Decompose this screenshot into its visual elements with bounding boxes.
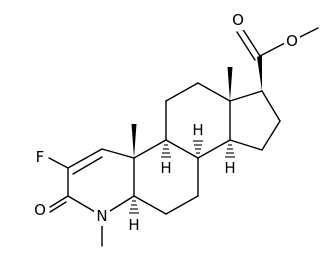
bond-c14-c8 <box>197 139 231 159</box>
bond-c9-c10 <box>133 139 167 159</box>
atom-ketone-oxygen: O <box>34 201 46 219</box>
hash-c9-h <box>161 144 171 158</box>
atom-stereo-h-c9: H <box>160 159 171 177</box>
bond-c8-c9 <box>165 139 199 159</box>
bond-c12-c13 <box>197 82 231 102</box>
hash-c14-h <box>225 144 235 158</box>
atom-fluorine: F <box>36 148 45 166</box>
hash-c5-h <box>129 200 139 214</box>
wedge-c13-methyl <box>227 67 233 101</box>
bond-ester-o <box>259 42 286 57</box>
bond-c13-c17 <box>229 90 263 102</box>
bond-c15-c14 <box>229 139 263 151</box>
atom-stereo-h-c8: H <box>192 121 203 139</box>
bond-cf-f <box>48 157 69 169</box>
wedge-c10-methyl <box>131 124 137 158</box>
bond-c10-c1 <box>101 148 135 159</box>
atom-ester-carbonyl-oxygen: O <box>232 11 244 29</box>
atom-stereo-h-c5: H <box>128 216 139 234</box>
bond-c17-c16 <box>261 90 281 122</box>
bond-c11-c12 <box>165 82 199 102</box>
bond-o-methyl <box>299 27 319 38</box>
bond-c6-c7 <box>165 195 199 215</box>
atom-ester-ether-oxygen: O <box>286 32 298 50</box>
bond-c3-o-double <box>49 201 67 213</box>
bond-c5-c6 <box>133 195 167 215</box>
bond-c3-o <box>49 195 69 208</box>
bond-c16-c15 <box>261 120 281 151</box>
wedge-c17-ester <box>257 55 262 91</box>
atom-stereo-h-c14: H <box>224 159 235 177</box>
bond-c1-c2 <box>67 148 103 169</box>
bond-ester-co <box>241 27 261 57</box>
bond-ester-co-double <box>236 31 256 61</box>
atom-ring-nitrogen: N <box>96 207 107 225</box>
bond-c1-c2-double <box>72 156 103 175</box>
hash-c8-h <box>193 140 203 154</box>
